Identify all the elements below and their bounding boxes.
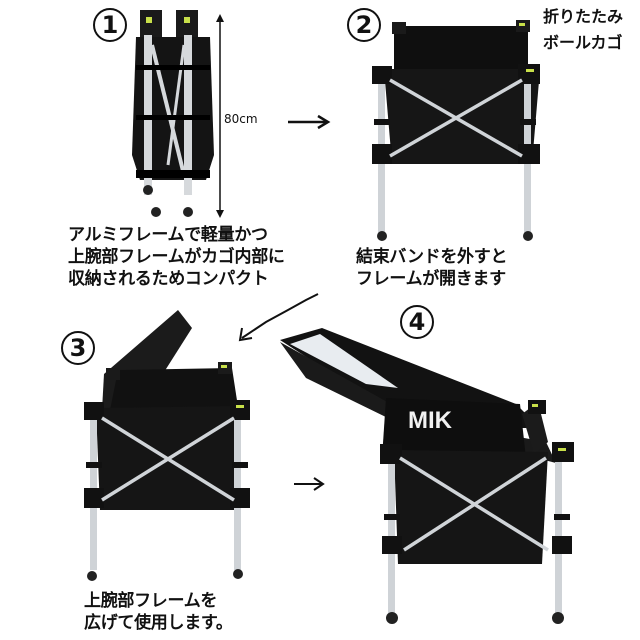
height-dimension-label: 80cm	[224, 112, 258, 126]
step-3-caption-line-2: 広げて使用します。	[84, 613, 233, 633]
product-title-line-2: ボールカゴ	[543, 33, 623, 52]
step-4-number: 4	[408, 308, 426, 336]
step-1-caption: アルミフレームで軽量かつ 上腕部フレームがカゴ内部に 収納されるためコンパクト	[68, 224, 285, 290]
step-1-badge: 1	[93, 8, 127, 42]
height-dimension-arrow	[216, 14, 224, 218]
folded-cart-illustration	[132, 10, 214, 217]
step-4-badge: 4	[400, 305, 434, 339]
step-1-caption-line-1: アルミフレームで軽量かつ	[68, 225, 268, 245]
step-3-caption-line-1: 上腕部フレームを	[84, 591, 218, 611]
step-2-caption: 結束バンドを外すと フレームが開きます	[356, 246, 507, 290]
step-1-number: 1	[101, 11, 119, 39]
step-1-caption-line-2: 上腕部フレームがカゴ内部に	[68, 247, 285, 267]
arrow-right-icon	[288, 114, 331, 130]
arrow-right-icon	[294, 477, 325, 491]
product-title-line-1: 折りたたみ	[543, 7, 624, 26]
step-2-badge: 2	[347, 8, 381, 42]
step-1-caption-line-3: 収納されるためコンパクト	[68, 269, 269, 289]
step-3-number: 3	[69, 334, 87, 362]
product-title: 折りたたみ ボールカゴ	[543, 4, 623, 56]
arrow-down-left-icon	[238, 293, 319, 342]
step-3-caption: 上腕部フレームを 広げて使用します。	[84, 590, 233, 634]
step-2-caption-line-1: 結束バンドを外すと	[356, 247, 508, 267]
open-frame-cart-illustration	[372, 20, 540, 241]
raising-frame-cart-illustration	[84, 310, 250, 581]
step-2-caption-line-2: フレームが開きます	[356, 269, 506, 289]
step-3-badge: 3	[61, 331, 95, 365]
step-2-number: 2	[355, 11, 373, 39]
fully-open-cart-illustration: MIK	[280, 328, 574, 624]
brand-logo-text: MIK	[408, 407, 453, 434]
